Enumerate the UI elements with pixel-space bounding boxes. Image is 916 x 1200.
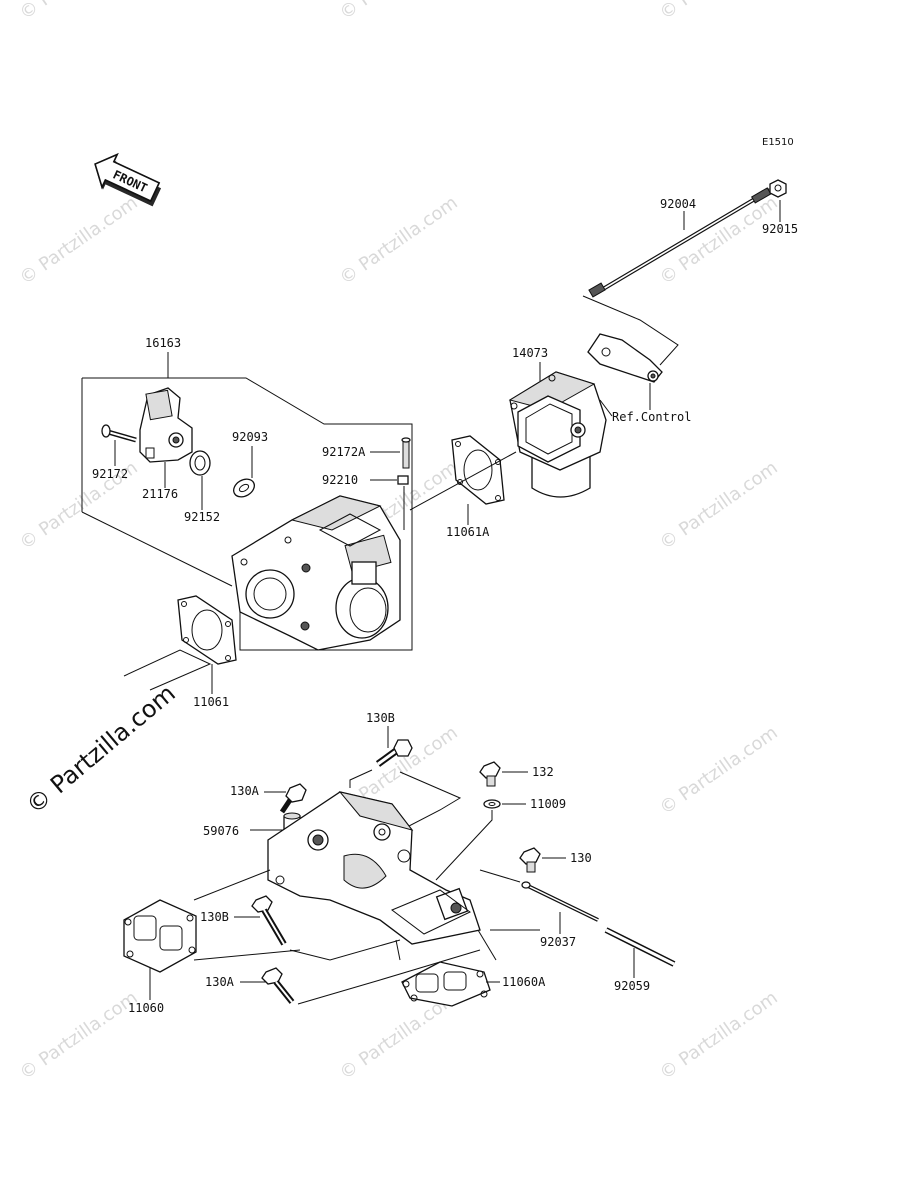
callout-92172: 92172 [92,467,128,481]
watermark: © Partzilla.com [656,987,782,1084]
callout-92015: 92015 [762,222,798,236]
callout-92093: 92093 [232,430,268,444]
washer-11009 [483,799,501,809]
screw-92172 [101,424,137,443]
watermark: © Partzilla.com [16,987,142,1084]
callout-16163: 16163 [145,336,181,350]
watermark: © Partzilla.com [656,457,782,554]
callout-132: 132 [532,765,554,779]
callout-92210: 92210 [322,473,358,487]
watermark: © Partzilla.com [656,0,782,24]
watermark: © Partzilla.com [16,0,142,24]
callout-130B-bottom: 130B [200,910,229,924]
bolt-130A-bottom [261,967,295,1004]
bolt-130A-top [279,783,307,814]
big-watermark: © Partzilla.com [21,679,181,819]
gasket-11060 [123,899,197,973]
callout-59076: 59076 [203,824,239,838]
throttle-adapter-14073 [508,371,607,498]
screw-92172A [401,437,411,469]
gasket-11060A [401,961,491,1007]
bolt-130 [519,847,541,873]
watermark: © Partzilla.com [336,192,462,289]
callout-92172A: 92172A [322,445,366,459]
callout-11009: 11009 [530,797,566,811]
callout-130A-top: 130A [230,784,260,798]
callout-92037: 92037 [540,935,576,949]
bolt-132 [479,761,501,787]
oring-92152 [189,450,211,476]
callout-14073: 14073 [512,346,548,360]
rod-92037 [521,881,599,922]
callout-11060: 11060 [128,1001,164,1015]
callout-130: 130 [570,851,592,865]
watermark: © Partzilla.com [656,722,782,819]
gasket-11061 [177,595,237,665]
callout-130A-bottom: 130A [205,975,235,989]
callout-92059: 92059 [614,979,650,993]
callout-92004: 92004 [660,197,696,211]
intake-manifold [267,791,481,945]
ref-control-note: Ref.Control [612,410,691,424]
callout-21176: 21176 [142,487,178,501]
throttle-cable [588,179,787,298]
front-arrow-icon: FRONT [94,152,162,207]
nut-92210 [397,475,409,485]
callout-11061: 11061 [193,695,229,709]
callout-11060A: 11060A [502,975,546,989]
watermark: © Partzilla.com [336,0,462,24]
throttle-body [231,495,401,651]
diagram-code: E1510 [762,137,794,148]
callout-92152: 92152 [184,510,220,524]
cable-bracket [587,333,663,383]
callout-130B-top: 130B [366,711,395,725]
throttle-sensor-21176 [139,387,193,463]
bolt-130B-top [375,739,413,767]
washer-92093 [233,478,255,498]
rod-92059 [604,927,676,967]
callout-11061A: 11061A [446,525,490,539]
bolt-130B-bottom [251,895,287,946]
watermark: © Partzilla.com [16,192,142,289]
gasket-11061A [451,435,505,505]
